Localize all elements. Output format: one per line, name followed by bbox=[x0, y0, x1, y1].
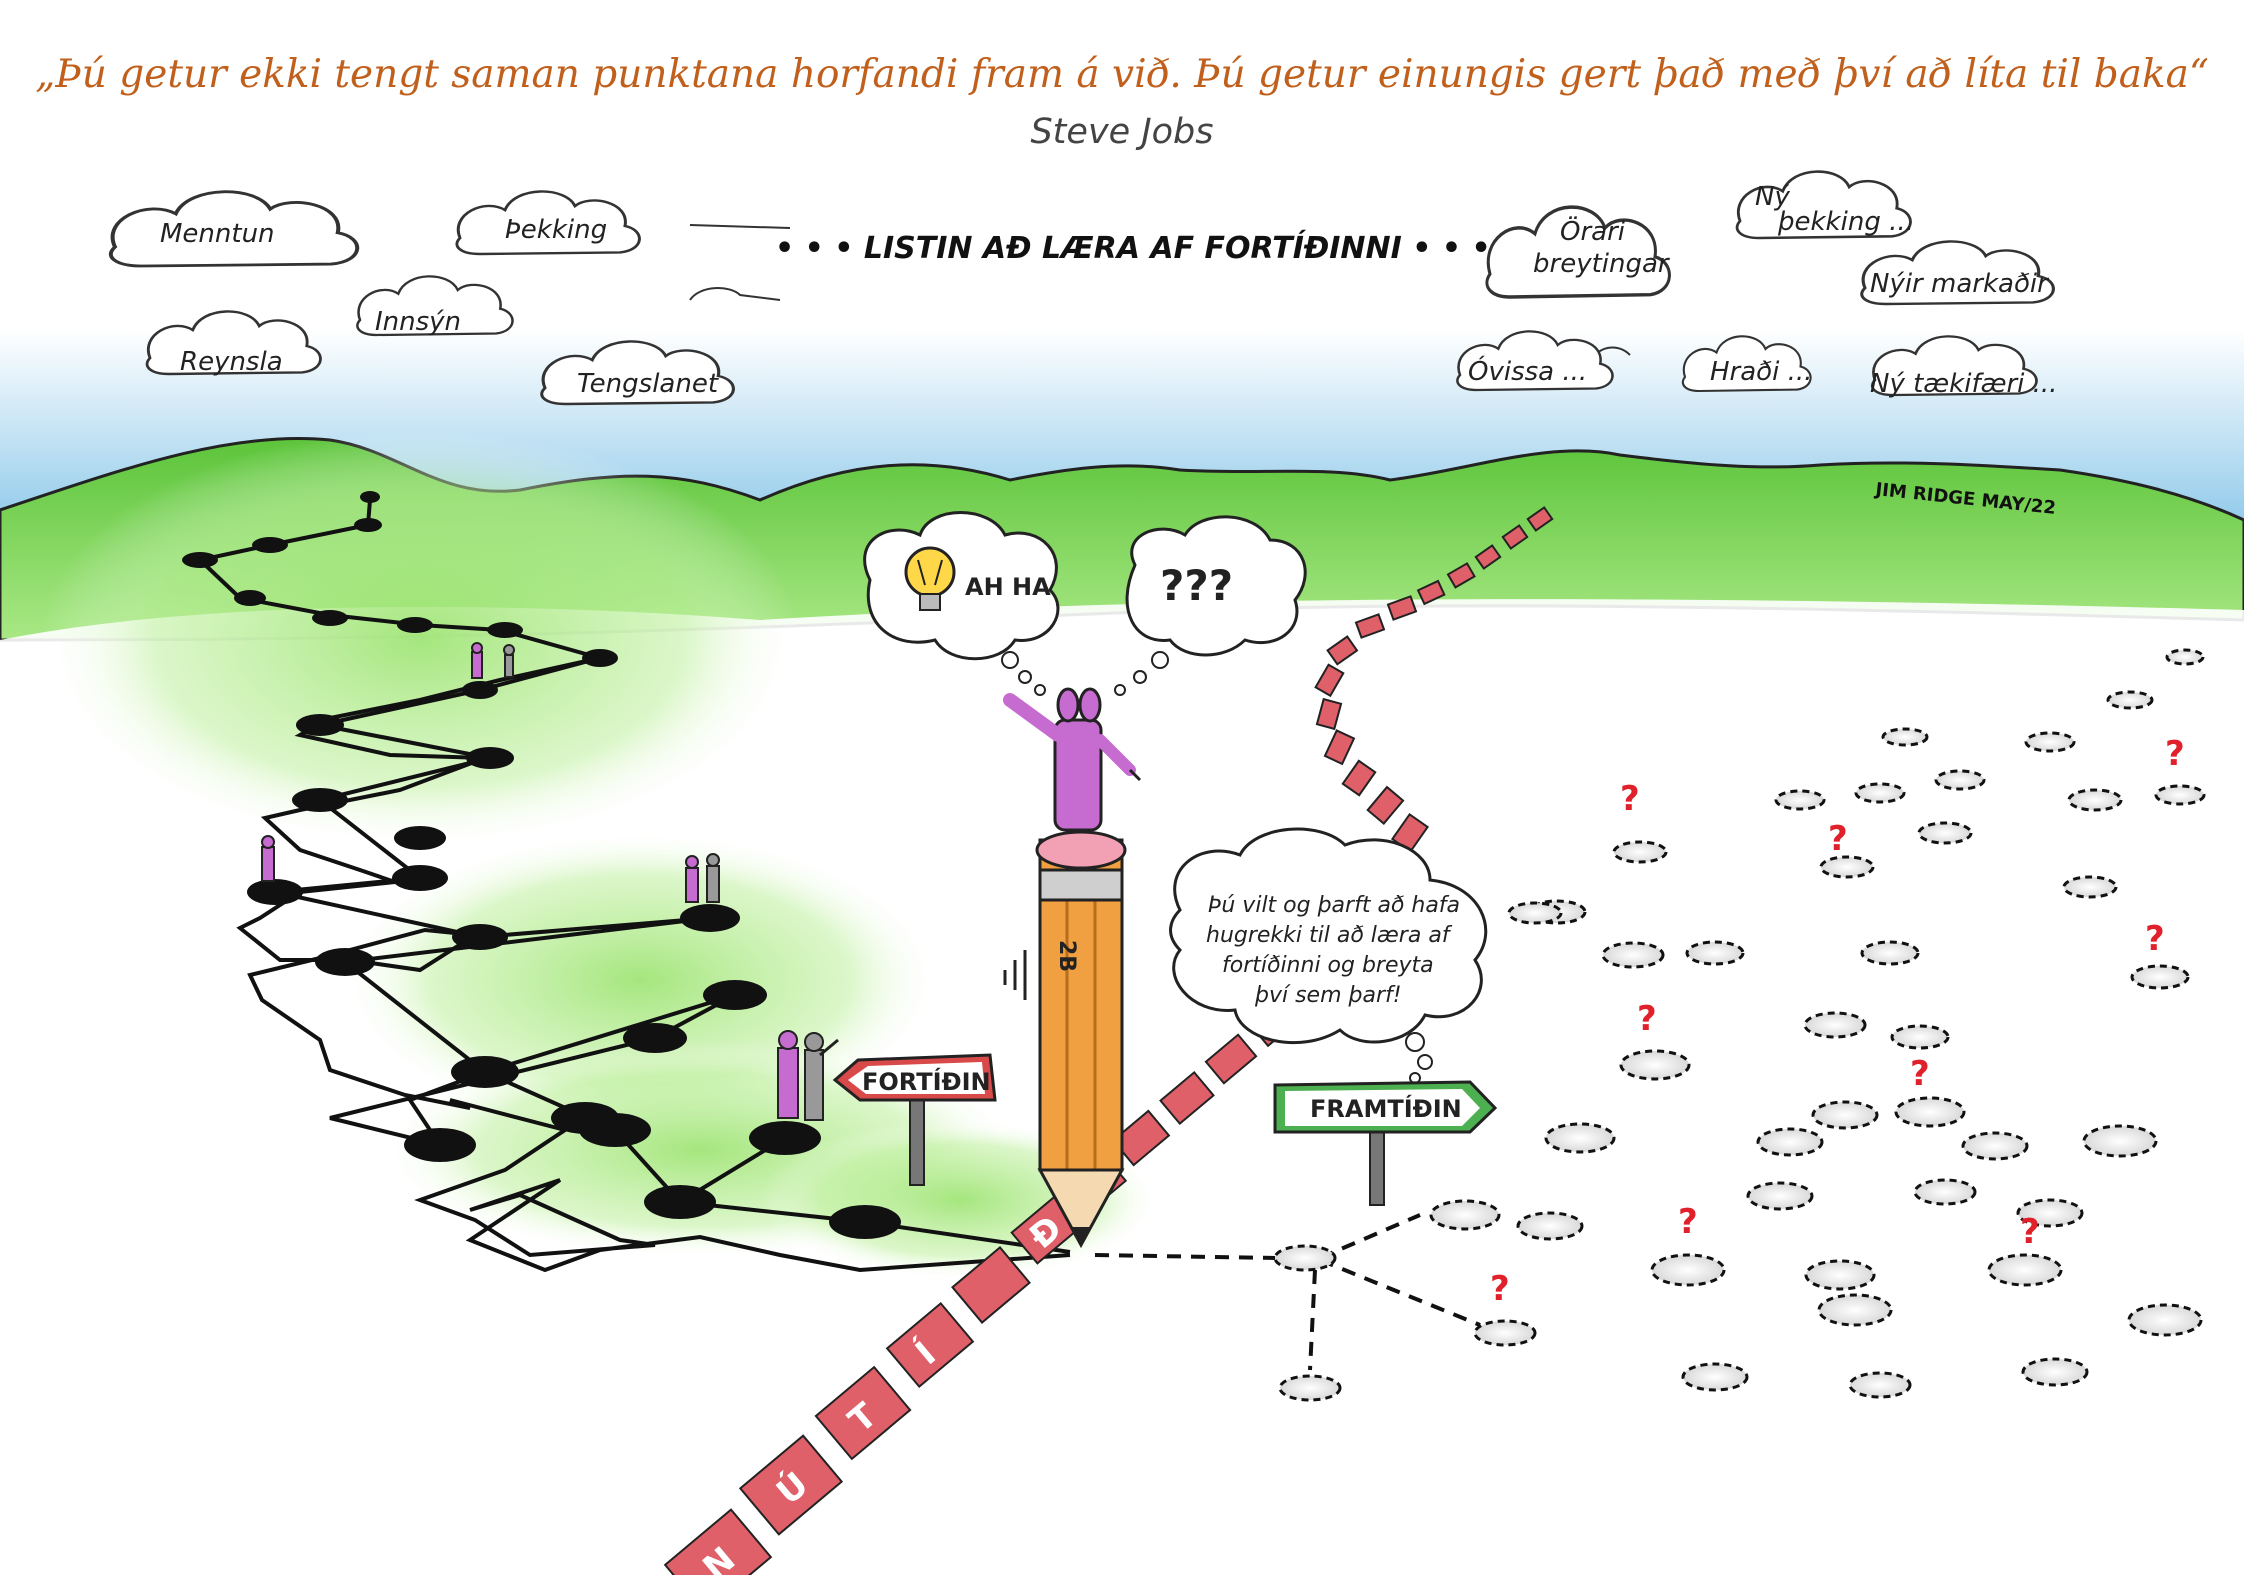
future-hole bbox=[2024, 731, 2076, 753]
svg-text:?: ? bbox=[1828, 819, 1848, 859]
future-hole bbox=[1273, 1244, 1337, 1272]
future-hole bbox=[1803, 1011, 1867, 1039]
question-marks: ? ? ? ? ? ? ? ? ? bbox=[1490, 734, 2185, 1309]
future-hole bbox=[1516, 1211, 1584, 1241]
future-hole bbox=[1881, 727, 1929, 747]
thought-bubble-right: ??? bbox=[1114, 515, 1307, 696]
future-path-upper bbox=[1314, 506, 1554, 853]
lightbulb-icon bbox=[904, 546, 956, 611]
future-hole bbox=[1987, 1253, 2063, 1287]
present-path bbox=[663, 998, 1301, 1575]
future-hole bbox=[2165, 648, 2205, 666]
future-hole bbox=[2106, 690, 2154, 710]
future-hole bbox=[1860, 940, 1920, 966]
cloud-label-hradi: Hraði ... bbox=[1710, 357, 1812, 387]
svg-text:?: ? bbox=[1910, 1054, 1930, 1094]
future-hole bbox=[1756, 1127, 1824, 1157]
future-hole bbox=[2067, 788, 2123, 812]
future-hole bbox=[1961, 1131, 2029, 1161]
future-hole bbox=[1894, 1096, 1966, 1128]
cloud-label-ny-thekking-2: þekking ... bbox=[1777, 207, 1914, 237]
future-holes bbox=[1273, 648, 2206, 1402]
cloud-label-ovissa: Óvissa ... bbox=[1468, 355, 1587, 387]
future-hole bbox=[1278, 1374, 1342, 1402]
future-hole bbox=[1429, 1199, 1501, 1231]
thought-left-text: AH HA bbox=[965, 573, 1051, 601]
future-hole bbox=[1507, 901, 1563, 925]
cloud-label-ny-taekifaeri: Ný tækifæri ... bbox=[1870, 369, 2057, 399]
future-hole bbox=[1650, 1253, 1726, 1287]
future-hole bbox=[2062, 875, 2118, 899]
thought-right-text: ??? bbox=[1160, 561, 1233, 610]
cloud-label-ny-thekking-1: Ný bbox=[1755, 182, 1790, 212]
future-hole bbox=[2021, 1357, 2089, 1387]
past-path-line bbox=[195, 499, 1071, 1273]
svg-text:?: ? bbox=[1620, 779, 1640, 819]
svg-text:?: ? bbox=[1637, 999, 1657, 1039]
future-hole bbox=[1917, 821, 1973, 845]
future-hole bbox=[1685, 940, 1745, 966]
speech-line-2: hugrekki til að læra af bbox=[1206, 923, 1453, 948]
future-branches bbox=[1094, 1213, 1481, 1371]
quote-text: „Þú getur ekki tengt saman punktana horf… bbox=[35, 52, 2209, 97]
future-hole bbox=[1612, 840, 1668, 864]
people-left bbox=[261, 642, 839, 1121]
sign-future: FRAMTÍÐIN bbox=[1273, 1080, 1498, 1206]
cloud-label-orari-1: Örari bbox=[1560, 215, 1626, 247]
future-hole bbox=[1848, 1371, 1912, 1399]
sign-past-label: FORTÍÐIN bbox=[862, 1067, 991, 1096]
future-hole bbox=[1811, 1100, 1879, 1130]
future-hole bbox=[2130, 964, 2190, 990]
cloud-label-nyir-markadir: Nýir markaðir bbox=[1870, 269, 2050, 299]
svg-text:?: ? bbox=[1490, 1269, 1510, 1309]
future-hole bbox=[1890, 1024, 1950, 1050]
future-hole bbox=[1619, 1049, 1691, 1081]
quote-author: Steve Jobs bbox=[1030, 112, 1214, 152]
future-hole bbox=[1774, 789, 1826, 811]
future-hole bbox=[2016, 1198, 2084, 1228]
svg-text:?: ? bbox=[2145, 919, 2165, 959]
sign-past: FORTÍÐIN bbox=[832, 1053, 997, 1186]
person-thinking bbox=[1003, 687, 1142, 832]
svg-text:?: ? bbox=[2165, 734, 2185, 774]
future-hole bbox=[1819, 855, 1875, 879]
thought-bubble-left: AH HA bbox=[863, 511, 1060, 696]
future-hole bbox=[1473, 1319, 1537, 1347]
cloud-label-thekking: Þekking bbox=[505, 215, 607, 245]
future-hole bbox=[1854, 782, 1906, 804]
pencil-label: 2B bbox=[1054, 940, 1079, 972]
future-hole bbox=[1804, 1259, 1876, 1291]
future-hole bbox=[2154, 784, 2206, 806]
speech-cloud: Þú vilt og þarft að hafa hugrekki til að… bbox=[1169, 827, 1488, 1084]
pencil: 2B bbox=[1003, 830, 1127, 1249]
sign-future-label: FRAMTÍÐIN bbox=[1310, 1094, 1462, 1123]
future-hole bbox=[1746, 1181, 1814, 1211]
cloud-label-innsyn: Innsýn bbox=[375, 307, 461, 337]
heading: • • • LISTIN AÐ LÆRA AF FORTÍÐINNI • • •… bbox=[775, 230, 1520, 266]
future-hole bbox=[1544, 1122, 1616, 1154]
speech-line-3: fortíðinni og breyta bbox=[1222, 953, 1434, 978]
future-hole bbox=[2082, 1124, 2158, 1158]
svg-text:?: ? bbox=[1678, 1202, 1698, 1242]
cloud-label-menntun: Menntun bbox=[160, 219, 275, 249]
future-hole bbox=[1934, 769, 1986, 791]
future-hole bbox=[1817, 1293, 1893, 1327]
future-hole bbox=[1913, 1178, 1977, 1206]
speech-line-4: því sem þarf! bbox=[1254, 983, 1402, 1008]
future-hole bbox=[1601, 941, 1665, 969]
cloud-label-reynsla: Reynsla bbox=[180, 347, 283, 377]
svg-text:?: ? bbox=[2020, 1212, 2040, 1252]
future-hole bbox=[1681, 1362, 1749, 1392]
future-hole bbox=[2127, 1303, 2203, 1337]
speech-line-1: Þú vilt og þarft að hafa bbox=[1208, 893, 1460, 918]
cloud-label-orari-2: breytingar bbox=[1533, 249, 1671, 279]
cloud-label-tengslanet: Tengslanet bbox=[577, 369, 719, 399]
